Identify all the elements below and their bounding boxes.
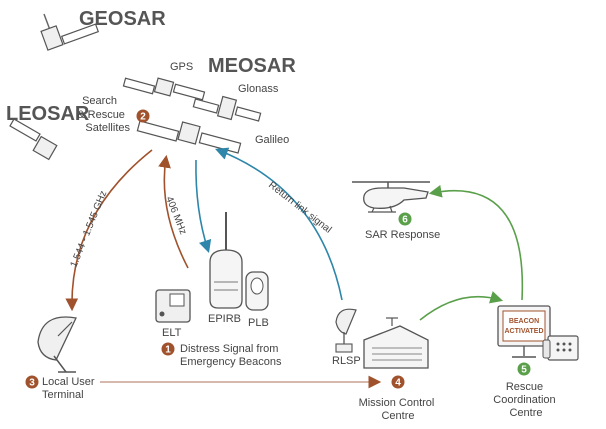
epirb-label: EPIRB [208,313,241,325]
geosar-label: GEOSAR [79,8,166,30]
distress-line-1: Distress Signal from [180,343,278,355]
satellite-dish-icon [37,316,77,373]
galileo-label: Galileo [255,134,289,146]
step-4-number: 4 [395,378,401,389]
step-3-number: 3 [29,378,35,389]
beacon-activated-line-1: BEACON [509,318,539,325]
rcc-line-2: Coordination [493,394,555,406]
meosar-label: MEOSAR [208,55,296,77]
lut-line-1: Local User [42,376,95,388]
sar-response-label: SAR Response [365,229,440,241]
return-link-arrow [215,147,343,301]
sar-satellites-line-1: Search [82,95,117,107]
geosar-satellite-icon [40,13,100,51]
leosar-label: LEOSAR [6,103,90,125]
lut-line-2: Terminal [42,389,84,401]
telephone-icon [542,335,579,361]
step-6-number: 6 [402,215,408,226]
return-link-label: Return link signal [266,180,333,236]
beacon-uplink-arrow [158,154,189,269]
gps-satellite-icon [122,77,206,101]
plb-label: PLB [248,317,269,329]
plb-beacon-icon [245,271,269,311]
step-5-number: 5 [521,365,527,376]
step-2-number: 2 [140,112,146,123]
glonass-label: Glonass [238,83,279,95]
leosar-satellite-icon [9,118,58,161]
local-user-terminal-label: Local User Terminal [42,376,98,401]
rcc-monitor-icon: BEACON ACTIVATED [497,305,551,358]
rescue-coordination-label: Rescue Coordination Centre [493,381,558,419]
rlsp-dish-icon [335,308,357,353]
step-5-badge: 5 [517,362,531,376]
step-6-badge: 6 [398,212,412,226]
rcc-to-sar-arrow [428,184,524,301]
step-3-badge: 3 [25,375,39,389]
step-4-badge: 4 [391,375,405,389]
elt-beacon-icon [155,289,191,323]
step-2-badge: 2 [136,109,150,123]
mission-control-label: Mission Control Centre [359,397,438,422]
helicopter-icon [352,181,430,213]
glonass-satellite-icon [192,95,262,122]
uplink-frequency-label: 406 MHz [163,195,188,236]
sar-satellites-line-2: & Rescue [77,109,125,121]
rcc-line-1: Rescue [506,381,543,393]
gps-label: GPS [170,61,193,73]
beacon-activated-line-2: ACTIVATED [504,328,543,335]
return-link-to-beacon-arrow [195,159,212,254]
mission-control-building-icon [363,317,429,369]
galileo-satellite-icon [136,120,242,154]
rlsp-label: RLSP [332,355,361,367]
sar-satellites-line-3: Satellites [85,122,130,134]
step-1-badge: 1 [161,342,175,356]
mcc-line-2: Centre [381,410,414,422]
downlink-frequency-label: 1.544 - 1.545 GHz [69,189,110,269]
elt-label: ELT [162,327,182,339]
downlink-arrow [65,149,153,312]
distress-line-2: Emergency Beacons [180,356,282,368]
sar-satellites-label: Search & Rescue Satellites [77,95,130,134]
mcc-to-rcc-arrow [419,291,504,321]
rcc-line-3: Centre [509,407,542,419]
step-1-number: 1 [165,345,171,356]
mcc-line-1: Mission Control [359,397,435,409]
epirb-beacon-icon [209,212,243,309]
distress-signal-label: Distress Signal from Emergency Beacons [180,343,282,368]
